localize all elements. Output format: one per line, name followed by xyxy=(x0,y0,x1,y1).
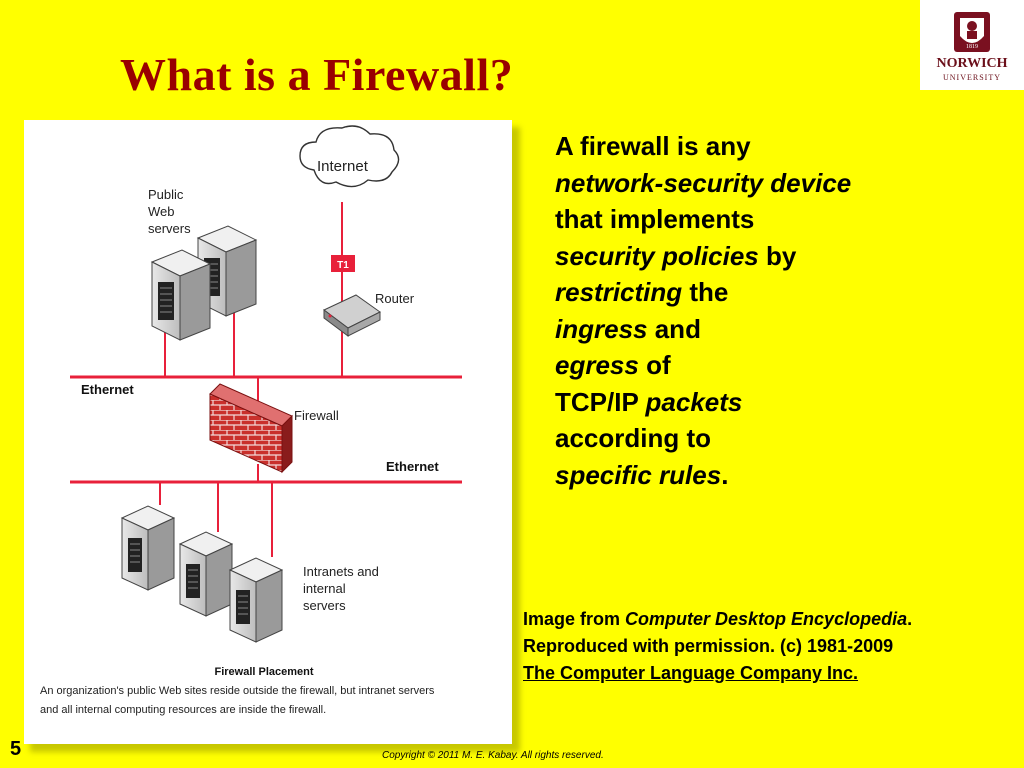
slide-title: What is a Firewall? xyxy=(120,49,514,100)
intranet-server-icon xyxy=(178,531,234,617)
caption-title: Firewall Placement xyxy=(214,666,314,678)
internet-label: Internet xyxy=(317,158,368,175)
slide-number: 5 xyxy=(10,738,22,760)
firewall-label: Firewall xyxy=(294,408,339,423)
intranets-label: Intranets and internal servers xyxy=(303,564,379,613)
intranet-server-icon xyxy=(228,557,284,643)
ethernet-top-label: Ethernet xyxy=(81,382,134,397)
firewall-diagram: T1 xyxy=(24,120,512,744)
logo-name: NORWICH xyxy=(936,56,1008,71)
firewall-definition: A firewall is any network-security devic… xyxy=(555,131,852,490)
t1-badge xyxy=(331,255,355,272)
firewall-brick-wall-icon xyxy=(209,383,293,474)
university-seal-icon: 1819 xyxy=(954,12,990,52)
logo-subtitle: UNIVERSITY xyxy=(943,73,1001,82)
svg-text:1819: 1819 xyxy=(966,44,978,50)
caption-text: An organization's public Web sites resid… xyxy=(40,685,435,716)
public-web-servers-label: Public Web servers xyxy=(148,187,191,236)
svg-text:T1: T1 xyxy=(337,260,349,271)
network-diagram-graphic: T1 xyxy=(70,125,462,643)
image-credit: Image from Computer Desktop Encyclopedia… xyxy=(523,609,913,683)
public-web-server-icon xyxy=(150,249,212,341)
internet-cloud-icon xyxy=(299,125,400,188)
intranet-server-icon xyxy=(120,505,176,591)
router-label: Router xyxy=(375,291,415,306)
publisher-link[interactable]: The Computer Language Company Inc. xyxy=(523,663,859,683)
norwich-university-logo: 1819 NORWICH UNIVERSITY xyxy=(920,0,1024,90)
router-icon xyxy=(323,294,381,337)
ethernet-bottom-label: Ethernet xyxy=(386,459,439,474)
copyright-notice: Copyright © 2011 M. E. Kabay. All rights… xyxy=(382,750,604,761)
